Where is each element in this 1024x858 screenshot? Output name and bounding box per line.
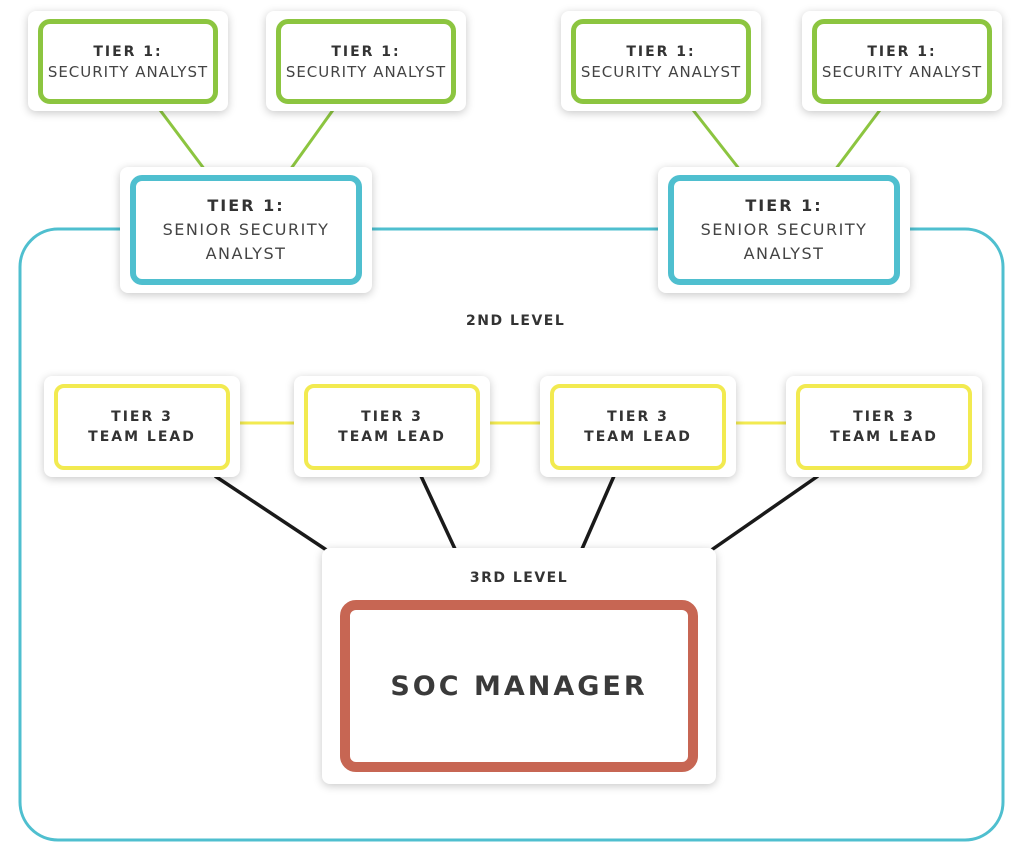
tier-label: TIER 1: <box>207 196 285 215</box>
analyst-connector-1 <box>158 109 207 171</box>
team-lead-card: TIER 3 TEAM LEAD <box>44 376 240 477</box>
role-label: SECURITY ANALYST <box>285 62 447 81</box>
role-label: TEAM LEAD <box>584 429 692 445</box>
team-lead-card: TIER 3 TEAM LEAD <box>786 376 982 477</box>
tier-label: TIER 1: <box>93 43 163 60</box>
senior-analyst-box: TIER 1: SENIOR SECURITY ANALYST <box>130 175 362 285</box>
second-level-label: 2ND LEVEL <box>466 313 566 329</box>
manager-connector-1 <box>214 474 329 553</box>
team-lead-card: TIER 3 TEAM LEAD <box>540 376 736 477</box>
soc-manager-card: 3RD LEVEL SOC MANAGER <box>322 548 716 784</box>
tier-label: TIER 3 <box>853 409 915 425</box>
senior-analyst-card: TIER 1: SENIOR SECURITY ANALYST <box>120 167 372 293</box>
soc-manager-box: SOC MANAGER <box>340 600 698 772</box>
role-label: TEAM LEAD <box>338 429 446 445</box>
role-label: SECURITY ANALYST <box>47 62 209 81</box>
senior-analyst-box: TIER 1: SENIOR SECURITY ANALYST <box>668 175 900 285</box>
team-lead-box: TIER 3 TEAM LEAD <box>54 384 230 470</box>
tier-label: TIER 1: <box>745 196 823 215</box>
soc-manager-label: SOC MANAGER <box>390 670 648 702</box>
manager-connector-4 <box>709 474 819 553</box>
role-label: SECURITY ANALYST <box>821 62 983 81</box>
role-label-line2: ANALYST <box>743 244 825 263</box>
tier-label: TIER 1: <box>626 43 696 60</box>
team-lead-box: TIER 3 TEAM LEAD <box>304 384 480 470</box>
tier1-analyst-card: TIER 1: SECURITY ANALYST <box>561 11 761 111</box>
role-label: SECURITY ANALYST <box>580 62 742 81</box>
role-label: TEAM LEAD <box>830 429 938 445</box>
manager-connector-3 <box>580 475 616 550</box>
tier1-analyst-card: TIER 1: SECURITY ANALYST <box>802 11 1002 111</box>
team-lead-box: TIER 3 TEAM LEAD <box>550 384 726 470</box>
tier-label: TIER 1: <box>331 43 401 60</box>
tier1-analyst-box: TIER 1: SECURITY ANALYST <box>276 19 456 104</box>
analyst-connector-4 <box>833 109 882 171</box>
tier-label: TIER 3 <box>361 409 423 425</box>
third-level-label: 3RD LEVEL <box>469 570 569 586</box>
analyst-connector-3 <box>691 109 742 171</box>
tier-label: TIER 3 <box>111 409 173 425</box>
role-label: TEAM LEAD <box>88 429 196 445</box>
tier1-analyst-box: TIER 1: SECURITY ANALYST <box>571 19 751 104</box>
tier1-analyst-card: TIER 1: SECURITY ANALYST <box>28 11 228 111</box>
tier1-analyst-box: TIER 1: SECURITY ANALYST <box>812 19 992 104</box>
role-label-line2: ANALYST <box>205 244 287 263</box>
team-lead-card: TIER 3 TEAM LEAD <box>294 376 490 477</box>
tier1-analyst-box: TIER 1: SECURITY ANALYST <box>38 19 218 104</box>
tier1-analyst-card: TIER 1: SECURITY ANALYST <box>266 11 466 111</box>
role-label-line1: SENIOR SECURITY <box>700 220 868 239</box>
manager-connector-2 <box>419 475 457 550</box>
team-lead-box: TIER 3 TEAM LEAD <box>796 384 972 470</box>
tier-label: TIER 3 <box>607 409 669 425</box>
senior-analyst-card: TIER 1: SENIOR SECURITY ANALYST <box>658 167 910 293</box>
analyst-connector-2 <box>288 109 335 171</box>
role-label-line1: SENIOR SECURITY <box>162 220 330 239</box>
tier-label: TIER 1: <box>867 43 937 60</box>
